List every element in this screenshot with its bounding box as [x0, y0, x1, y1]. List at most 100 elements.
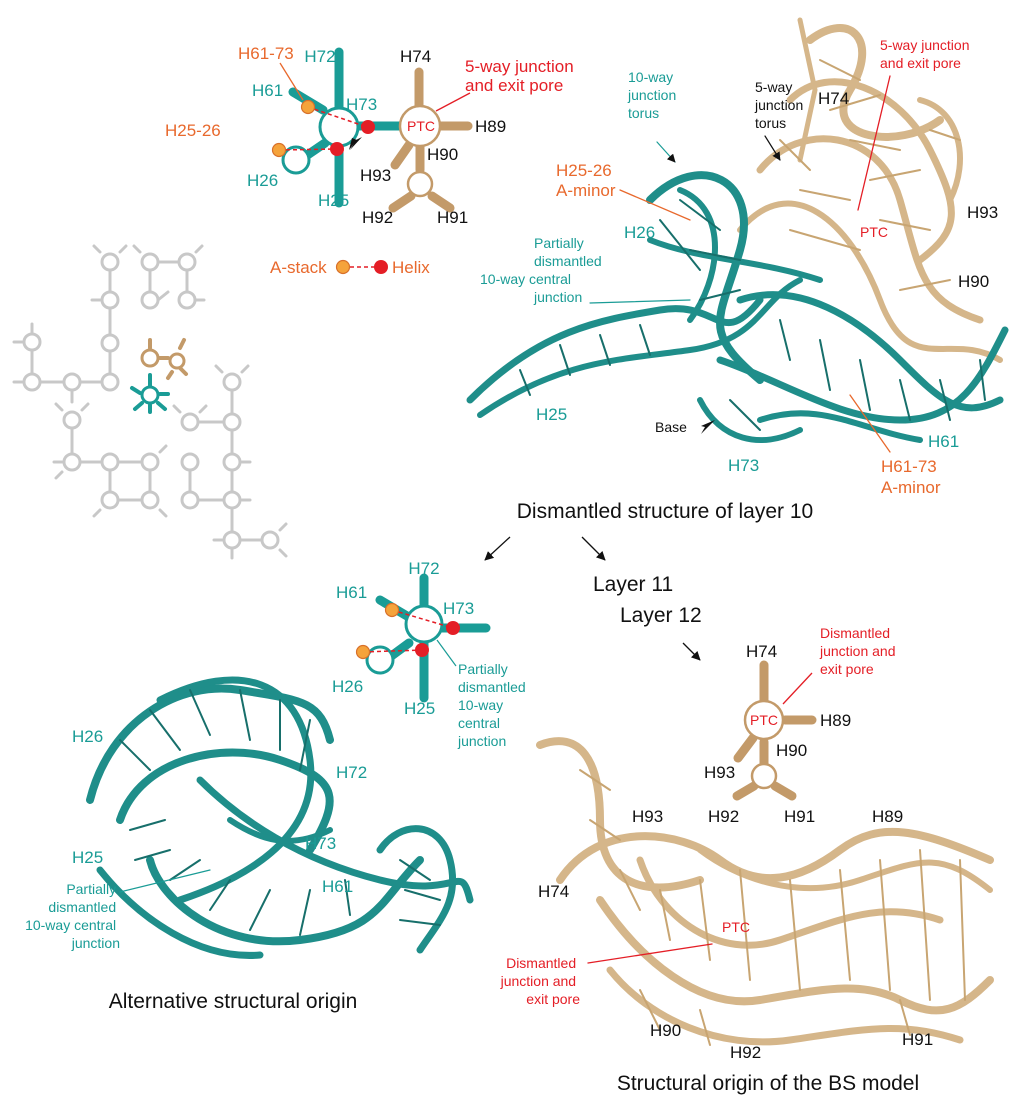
label-layer11: Layer 11 [593, 573, 673, 596]
layer10-structure: 10-way junction torus 5-way junction tor… [466, 17, 1009, 523]
label-h61-73-aminor: H61-73 A-minor [881, 457, 942, 497]
label-h91: H91 [437, 208, 468, 227]
label-line: junction [533, 289, 582, 305]
label-line: exit pore [820, 661, 874, 677]
label-line: H25-26 [556, 161, 612, 180]
label-h25: H25 [318, 191, 349, 210]
label-h61: H61 [322, 877, 353, 896]
label-h89: H89 [872, 807, 903, 826]
top-schematic: H72 H74 H61-73 H61 H73 PTC H89 H25-26 H9… [165, 44, 578, 277]
teal-rna-ribbons [466, 171, 1009, 443]
legend-a-stack-dot [335, 259, 351, 275]
helix-dot [415, 643, 429, 657]
label-layer12: Layer 12 [620, 604, 702, 627]
bs-structure: H93 H89 H74 PTC Dismantled junction and … [500, 737, 994, 1095]
label-10-way-torus: 10-way junction torus [627, 69, 680, 121]
network-nodes [22, 252, 280, 550]
label-line: 5-way junction [880, 37, 970, 53]
label-line: Partially [66, 881, 116, 897]
pointer-arrowhead [349, 138, 357, 150]
label-line: A-minor [881, 478, 941, 497]
arrow-to-bs [682, 642, 701, 661]
label-h93: H93 [704, 763, 735, 782]
leader-bs-schematic [782, 672, 813, 705]
label-line: H61-73 [881, 457, 937, 476]
label-h26: H26 [624, 223, 655, 242]
arrow-10-way-torus [656, 141, 676, 163]
label-line: junction and [819, 643, 896, 659]
legend: A-stack Helix [270, 258, 430, 277]
tan-rna-ribbons [737, 17, 1003, 363]
label-h61: H61 [252, 81, 283, 100]
label-ptc: PTC [750, 712, 778, 728]
label-h26: H26 [72, 727, 103, 746]
label-h90: H90 [776, 741, 807, 760]
label-h92: H92 [362, 208, 393, 227]
label-h72: H72 [336, 763, 367, 782]
alt-rungs [119, 689, 441, 936]
label-h72: H72 [304, 47, 335, 66]
label-line: torus [628, 105, 659, 121]
ptc-loop [398, 104, 442, 148]
label-line: junction [71, 935, 120, 951]
label-h61-73: H61-73 [238, 44, 294, 63]
label-partially-dismantled: Partially dismantled 10-way central junc… [480, 235, 606, 305]
bs-rungs [579, 769, 966, 1046]
label-h25-26-aminor: H25-26 A-minor [556, 161, 617, 200]
label-line: junction [627, 87, 676, 103]
arrow-to-alt [484, 536, 511, 561]
middle-schematic: H72 H61 H73 H26 H25 Partially dismantled… [332, 559, 526, 749]
legend-helix-dot [374, 260, 388, 274]
label-line: junction [754, 97, 803, 113]
label-h90: H90 [958, 272, 989, 291]
label-line: dismantled [534, 253, 602, 269]
label-h25: H25 [404, 699, 435, 718]
bs-schematic: H74 PTC H89 H90 H93 H92 H91 Dismantled j… [704, 625, 899, 826]
label-h61: H61 [928, 432, 959, 451]
label-h72: H72 [408, 559, 439, 578]
label-line: dismantled [48, 899, 116, 915]
note-bs-schematic: Dismantled junction and exit pore [819, 625, 899, 677]
leader-middle-note [436, 639, 457, 667]
note-5-way-junction: 5-way junction and exit pore [465, 57, 578, 95]
a-minor-link [278, 148, 338, 151]
a-minor-link [391, 609, 454, 629]
label-h25: H25 [536, 405, 567, 424]
label-line: 10-way [628, 69, 673, 85]
leader-bs-structure [587, 943, 713, 964]
label-line: 10-way central [25, 917, 116, 933]
label-line: central [458, 715, 500, 731]
label-line: junction [457, 733, 506, 749]
label-h92: H92 [730, 1043, 761, 1062]
h90-loop [406, 170, 434, 198]
label-line: dismantled [458, 679, 526, 695]
label-ptc: PTC [722, 919, 750, 935]
label-line: Dismantled [820, 625, 890, 641]
a-minor-link [362, 649, 423, 653]
label-line: exit pore [526, 991, 580, 1007]
note-alt: Partially dismantled 10-way central junc… [25, 881, 120, 951]
caption-bs: Structural origin of the BS model [617, 1072, 919, 1095]
note-line: 5-way junction [465, 57, 574, 76]
leader-h61-73 [279, 62, 304, 101]
helix-dot [330, 142, 344, 156]
legend-a-stack: A-stack [270, 258, 327, 277]
label-line: Partially [534, 235, 584, 251]
leader-5-way [435, 92, 471, 112]
bs-ribbons [536, 737, 994, 1046]
label-h26: H26 [332, 677, 363, 696]
label-line: Partially [458, 661, 508, 677]
label-h74: H74 [400, 47, 431, 66]
label-line: 10-way central [480, 271, 571, 287]
leader-partially [589, 299, 691, 304]
a-minor-link [307, 106, 368, 128]
label-h74: H74 [746, 642, 777, 661]
middle-h26-loop [365, 645, 395, 675]
label-line: 10-way [458, 697, 503, 713]
label-h90: H90 [427, 145, 458, 164]
h26-loop [281, 145, 311, 175]
label-ptc: PTC [407, 118, 435, 134]
a-stack-dot [271, 142, 287, 158]
label-5-way-exit: 5-way junction and exit pore [880, 37, 973, 71]
